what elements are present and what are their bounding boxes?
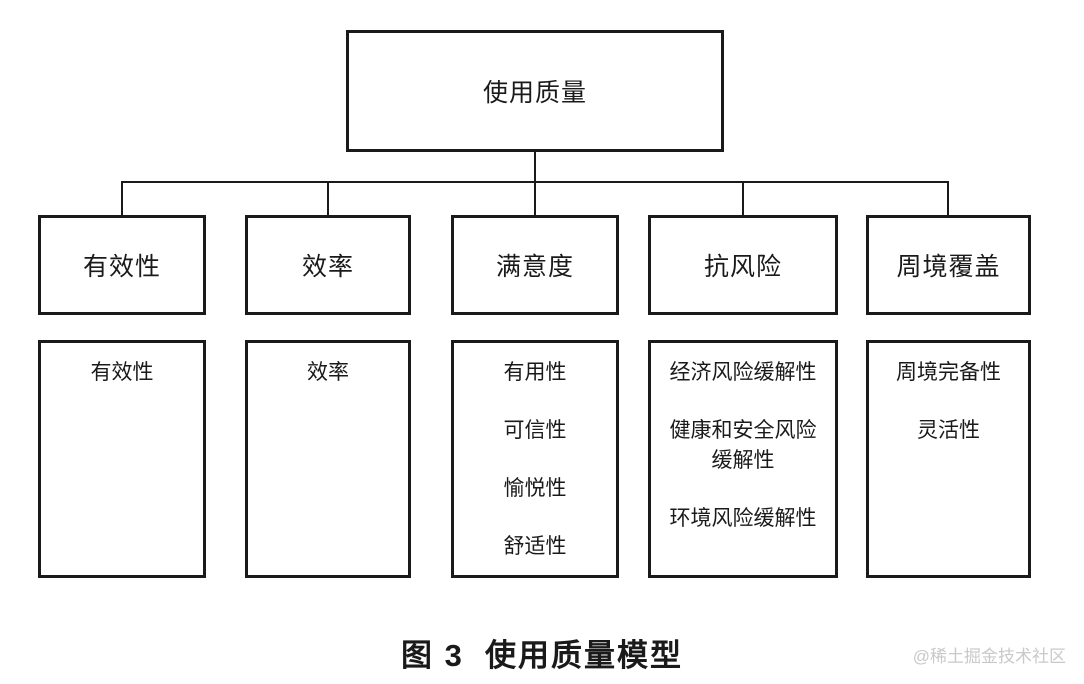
connector-horizontal-bar — [121, 181, 949, 183]
detail-item: 环境风险缓解性 — [669, 506, 817, 530]
category-label: 有效性 — [82, 254, 161, 281]
connector-drop-effectiveness — [121, 182, 123, 215]
detail-box-freedom-from-risk: 经济风险缓解性 健康和安全风险 缓解性 环境风险缓解性 — [648, 340, 838, 578]
detail-item: 效率 — [307, 360, 349, 384]
figure-caption: 图 3 使用质量模型 — [400, 638, 684, 673]
detail-item: 灵活性 — [917, 418, 980, 442]
detail-item: 可信性 — [503, 418, 567, 442]
detail-item: 愉悦性 — [503, 476, 567, 500]
detail-item: 周境完备性 — [896, 360, 1001, 384]
root-node-label: 使用质量 — [482, 80, 587, 107]
root-node-quality-in-use: 使用质量 — [346, 30, 724, 152]
detail-box-context-coverage: 周境完备性 灵活性 — [866, 340, 1031, 578]
watermark-text: @稀土掘金技术社区 — [912, 647, 1066, 666]
detail-item: 舒适性 — [503, 534, 567, 558]
detail-item: 有用性 — [503, 360, 567, 384]
connector-drop-efficiency — [327, 182, 329, 215]
detail-item: 有效性 — [90, 360, 154, 384]
connector-drop-context-coverage — [947, 182, 949, 215]
detail-box-effectiveness: 有效性 — [38, 340, 206, 578]
category-node-effectiveness: 有效性 — [38, 215, 206, 315]
category-label: 满意度 — [495, 254, 574, 281]
category-label: 周境覆盖 — [896, 254, 1001, 281]
category-node-satisfaction: 满意度 — [451, 215, 619, 315]
category-node-efficiency: 效率 — [245, 215, 411, 315]
detail-box-satisfaction: 有用性 可信性 愉悦性 舒适性 — [451, 340, 619, 578]
connector-drop-freedom-from-risk — [742, 182, 744, 215]
detail-item: 健康和安全风险 缓解性 — [669, 418, 817, 472]
category-node-freedom-from-risk: 抗风险 — [648, 215, 838, 315]
detail-item: 经济风险缓解性 — [669, 360, 817, 384]
detail-box-efficiency: 效率 — [245, 340, 411, 578]
category-label: 抗风险 — [703, 254, 782, 281]
category-node-context-coverage: 周境覆盖 — [866, 215, 1031, 315]
connector-stem — [534, 152, 536, 215]
category-label: 效率 — [301, 254, 354, 281]
